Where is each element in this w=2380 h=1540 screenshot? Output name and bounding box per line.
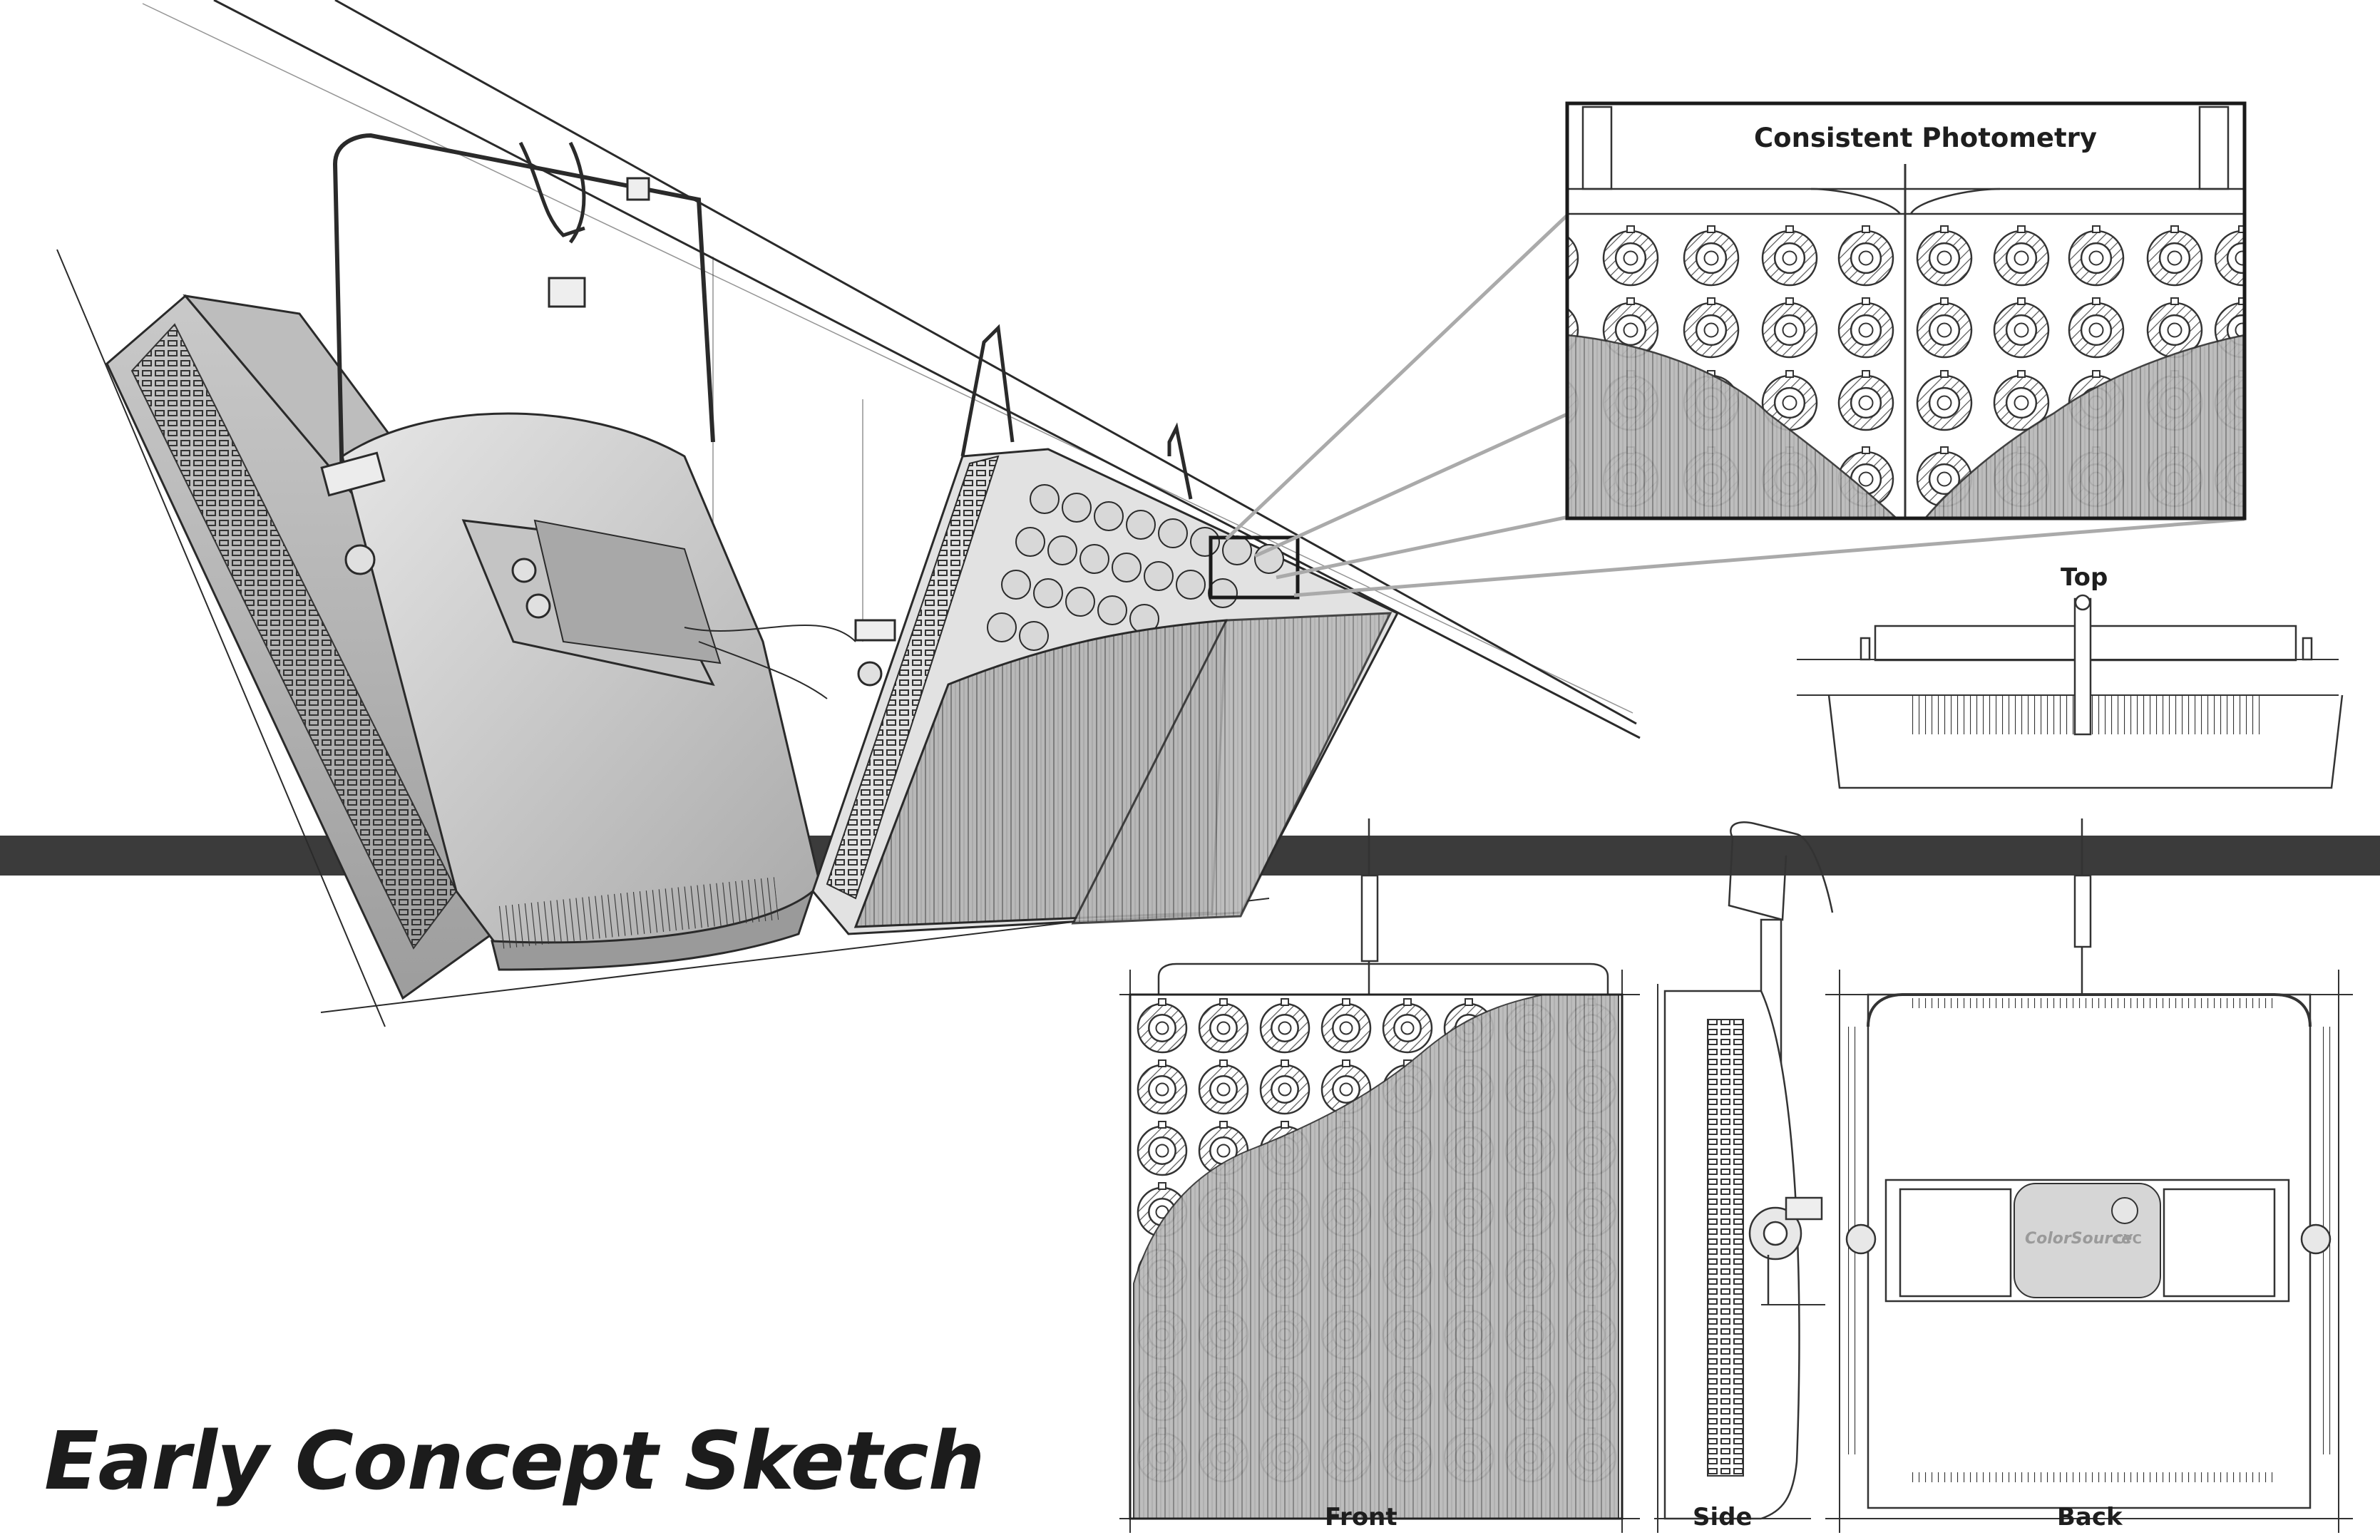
view-label-side: Side — [1693, 1503, 1753, 1531]
side-view — [1654, 821, 1834, 1533]
led-emitter — [1137, 998, 1188, 1054]
led-emitter — [1916, 297, 1973, 359]
led-emitter — [1198, 1059, 1249, 1115]
view-label-top: Top — [2061, 563, 2108, 592]
led-emitter — [1837, 225, 1894, 287]
led-emitter — [2068, 225, 2125, 287]
led-emitter — [1382, 998, 1433, 1054]
back-badge-brand: ColorSource — [2025, 1230, 2133, 1248]
led-emitter — [1259, 1059, 1310, 1115]
led-emitter — [1320, 998, 1372, 1054]
right-fixture — [811, 324, 1400, 935]
view-label-front: Front — [1325, 1503, 1397, 1531]
page-title: Early Concept Sketch — [44, 1415, 985, 1508]
led-emitter — [1761, 225, 1818, 287]
top-view — [1797, 594, 2344, 789]
left-fixture — [106, 133, 821, 1000]
led-emitter — [2068, 297, 2125, 359]
led-emitter — [1837, 370, 1894, 431]
led-emitter — [2146, 297, 2203, 359]
photometry-callout — [1565, 101, 2247, 520]
callout-heading: Consistent Photometry — [1754, 123, 2098, 153]
led-emitter — [1993, 225, 2050, 287]
led-emitter — [1602, 225, 1659, 287]
led-emitter — [1761, 370, 1818, 431]
led-emitter — [1761, 297, 1818, 359]
led-emitter — [1259, 998, 1310, 1054]
led-emitter — [2146, 225, 2203, 287]
led-emitter — [1993, 370, 2050, 431]
led-emitter — [2214, 225, 2245, 287]
led-emitter — [1137, 1121, 1188, 1176]
back-view — [1825, 818, 2353, 1533]
led-emitter — [1837, 297, 1894, 359]
led-emitter — [1198, 998, 1249, 1054]
back-badge-model: CYC — [2114, 1232, 2142, 1247]
view-label-back: Back — [2057, 1503, 2123, 1531]
led-emitter — [1916, 370, 1973, 431]
perspective-sketch — [56, 0, 1641, 1027]
led-emitter — [1137, 1059, 1188, 1115]
led-emitter — [1916, 225, 1973, 287]
callout-connectors — [1225, 212, 2245, 597]
perspective-led-grid — [987, 484, 1284, 651]
led-emitter — [1567, 235, 1579, 281]
led-emitter — [1683, 225, 1740, 287]
front-view — [1119, 818, 1640, 1533]
led-emitter — [1993, 297, 2050, 359]
led-emitter — [1683, 297, 1740, 359]
zoom-region — [1209, 535, 1300, 600]
